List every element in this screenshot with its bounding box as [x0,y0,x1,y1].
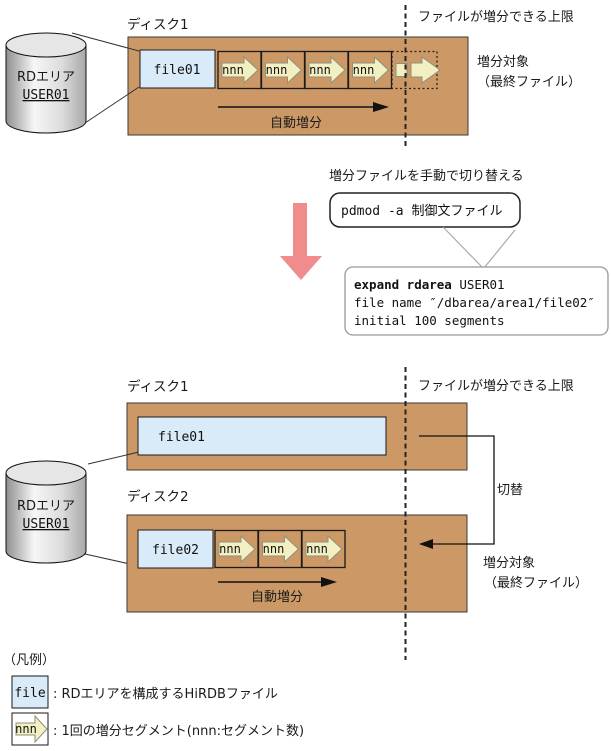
manual-switch-section: 増分ファイルを手動で切り替える pdmod -a 制御文ファイル expand … [280,169,609,336]
segment-box: nnn [217,50,262,90]
control-statement-line1: expand rdarea USER01 [354,277,505,292]
arrow-head-icon [419,539,433,549]
legend-file-icon [11,675,49,709]
segment-box: nnn [304,50,349,90]
legend-file-desc: : RDエリアを構成するHiRDBファイル [53,687,278,702]
legend-segment-icon-label: nnn [15,722,37,736]
segment-label: nnn [309,63,331,77]
segment-box: nnn [301,529,346,569]
legend-segment-desc: : 1回の増分セグメント(nnn:セグメント数) [53,724,304,739]
disk1-label: ディスク1 [127,16,189,33]
file02-label: file02 [152,543,199,558]
target-label-line2: （最終ファイル） [477,74,581,90]
rdarea-label: RDエリア [17,499,75,514]
segment-label: nnn [306,542,328,556]
legend: （凡例） file : RDエリアを構成するHiRDBファイル nnn : 1回… [3,653,304,746]
control-statement-line3: initial 100 segments [354,313,505,328]
bottom-diagram: ディスク1 file01 ディスク2 file02 nnn nnn nnn [5,367,588,660]
segment-box: nnn [257,529,303,569]
rdarea-name: USER01 [23,517,70,532]
segment-label: nnn [219,542,241,556]
disk2-label: ディスク2 [127,488,189,505]
switch-label: 切替 [497,483,523,498]
disk1-label: ディスク1 [127,378,189,395]
segment-arrow-icon [305,534,343,564]
segment-arrow-icon [218,534,256,564]
auto-increment-arrow [218,577,337,587]
auto-increment-arrow [218,102,389,112]
segment-arrow-icon [410,56,441,84]
segment-arrow-icon [265,55,303,85]
next-segment-dotted-box [391,50,441,90]
file02-box [137,529,214,569]
limit-label: ファイルが増分できる上限 [418,10,574,25]
connector-line [81,86,140,126]
limit-label: ファイルが増分できる上限 [418,379,574,394]
target-label-line1: 増分対象 [477,55,529,70]
connector-line [71,32,140,52]
segment-arrow-icon [308,55,346,85]
file01-label: file01 [158,430,205,445]
top-diagram: ディスク1 file01 nnn nnn nnn nnn [5,5,581,148]
rdarea-cylinder: RDエリア USER01 [5,460,87,564]
connector-line [87,451,140,465]
target-label-line1: 増分対象 [483,556,535,571]
callout-tail-line [442,226,484,269]
pdmod-command-box [329,192,521,228]
segment-label: nnn [353,63,375,77]
arrow-head-icon [321,577,337,587]
rdarea-name: USER01 [23,88,70,103]
segment-box: nnn [260,50,306,90]
file01-label: file01 [154,63,201,78]
file01-box [139,49,216,89]
segment-box: nnn [347,50,393,90]
segment-arrow-icon [221,55,259,85]
down-arrow-icon [280,203,322,280]
segment-arrow-icon [15,714,48,744]
rdarea-cylinder: RDエリア USER01 [5,32,87,134]
callout-tail-line [483,229,516,269]
pdmod-command: pdmod -a 制御文ファイル [341,204,502,219]
segment-tail [395,63,408,77]
segment-label: nnn [222,63,244,77]
target-label-line2: （最終ファイル） [484,575,588,591]
control-statement-line2: file name ″/dbarea/area1/file02″ [354,295,595,310]
rdarea-label: RDエリア [17,70,75,85]
manual-switch-caption: 増分ファイルを手動で切り替える [329,169,524,184]
legend-segment-icon: nnn [11,712,49,746]
file01-box [137,416,387,456]
legend-file-icon-label: file [14,686,45,701]
auto-increment-label: 自動増分 [270,116,322,131]
control-statement-box [344,266,609,336]
auto-increment-label: 自動増分 [251,590,303,605]
arrow-head-icon [373,102,389,112]
segment-box: nnn [214,529,259,569]
segment-label: nnn [263,542,285,556]
legend-title: （凡例） [3,653,55,668]
switch-path [419,435,495,549]
segment-arrow-icon [262,534,300,564]
segment-arrow-icon [352,55,390,85]
segment-label: nnn [266,63,288,77]
